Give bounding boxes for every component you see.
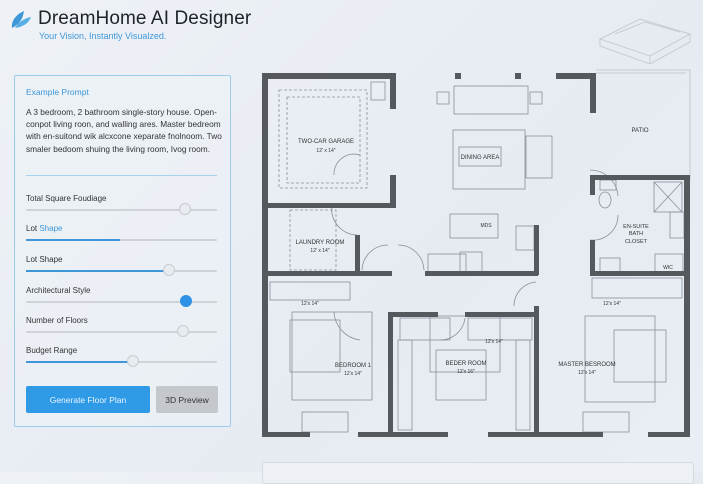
slider-track[interactable] bbox=[26, 239, 217, 241]
slider-label: Budget Range bbox=[26, 346, 78, 355]
room-label-ensuite: EN-SUITE bbox=[623, 224, 649, 230]
room-size-garage: 12' x 14" bbox=[316, 148, 335, 154]
slider-track[interactable] bbox=[26, 203, 217, 215]
slider-lot-shape[interactable]: Lot Shape bbox=[26, 255, 217, 276]
slider-label: Total Square Foudiage bbox=[26, 194, 107, 203]
app-tagline: Your Vision, Instantly Visualzed. bbox=[39, 31, 167, 41]
slider-budget-range[interactable]: Budget Range bbox=[26, 346, 217, 367]
label-highlight: Shape bbox=[39, 224, 63, 233]
slider-handle[interactable] bbox=[126, 355, 139, 367]
slider-lot-shape-primary[interactable]: Lot Shape bbox=[26, 224, 217, 241]
room-size-bedroom1: 12'x 14" bbox=[344, 371, 362, 377]
generate-floor-plan-button[interactable]: Generate Floor Plan bbox=[26, 386, 150, 413]
slider-label: Lot Shape bbox=[26, 224, 217, 233]
furniture-lines bbox=[269, 69, 691, 433]
room-label-master: MASTER BESROOM bbox=[558, 362, 615, 368]
example-prompt-text[interactable]: A 3 bedroom, 2 bathroom single-story hou… bbox=[26, 107, 222, 154]
slider-handle[interactable] bbox=[163, 264, 176, 276]
room-size-master: 12'x 14" bbox=[578, 370, 596, 376]
room-label-ensuite-closet: CLOSET bbox=[625, 239, 648, 245]
floor-plan: TWO-CAR GARAGE 12' x 14" DINING AREA PAT… bbox=[262, 69, 691, 437]
slider-handle[interactable] bbox=[176, 325, 189, 337]
app-title: DreamHome AI Designer bbox=[38, 8, 252, 29]
slider-label: Number of Floors bbox=[26, 316, 88, 325]
slider-fill bbox=[26, 270, 170, 272]
room-label-dining: DINING AREA bbox=[461, 155, 500, 161]
room-size-bedroom2: 12'x 16" bbox=[457, 369, 475, 375]
room-label-garage: TWO-CAR GARAGE bbox=[298, 139, 354, 145]
divider bbox=[26, 175, 217, 176]
slider-architectural-style[interactable]: Architectural Style bbox=[26, 286, 217, 307]
slider-label: Lot Shape bbox=[26, 255, 63, 264]
slider-fill bbox=[26, 239, 120, 241]
slider-handle[interactable] bbox=[178, 203, 191, 215]
room-label-bedroom2: BEDER ROOM bbox=[445, 361, 486, 367]
isometric-house-sketch bbox=[598, 18, 692, 64]
closet-size-left: 12'x 14" bbox=[301, 301, 319, 307]
slider-track[interactable] bbox=[26, 355, 217, 367]
kitchen-island-label: MDS bbox=[480, 223, 492, 229]
room-label-bedroom1: BEDROOM 1 bbox=[335, 363, 372, 369]
room-size-laundry: 12' x 14" bbox=[310, 248, 329, 254]
slider-fill bbox=[26, 361, 133, 363]
slider-track[interactable] bbox=[26, 264, 217, 276]
closet-size-right: 12'x 14" bbox=[603, 301, 621, 307]
slider-track[interactable] bbox=[26, 295, 217, 307]
design-controls-panel: Example Prompt A 3 bedroom, 2 bathroom s… bbox=[14, 75, 231, 427]
brand: DreamHome AI Designer bbox=[9, 8, 251, 30]
example-prompt-title: Example Prompt bbox=[26, 87, 89, 97]
closet-size-middle: 12'x 14" bbox=[485, 339, 503, 345]
room-label-patio: PATIO bbox=[631, 128, 648, 134]
wic-label: WIC bbox=[663, 265, 673, 271]
room-label-laundry: LAUNDRY ROOM bbox=[296, 240, 345, 246]
walls bbox=[262, 73, 690, 437]
slider-total-square-footage[interactable]: Total Square Foudiage bbox=[26, 194, 217, 215]
room-label-ensuite-bath: BATH bbox=[629, 231, 643, 237]
slider-label: Architectural Style bbox=[26, 286, 91, 295]
3d-preview-button[interactable]: 3D Preview bbox=[156, 386, 218, 413]
label-part: Lot bbox=[26, 224, 40, 233]
leaf-icon bbox=[11, 11, 31, 28]
slider-track[interactable] bbox=[26, 325, 217, 337]
bottom-card bbox=[262, 462, 694, 484]
slider-handle[interactable] bbox=[180, 295, 193, 307]
slider-number-of-floors[interactable]: Number of Floors bbox=[26, 316, 217, 337]
